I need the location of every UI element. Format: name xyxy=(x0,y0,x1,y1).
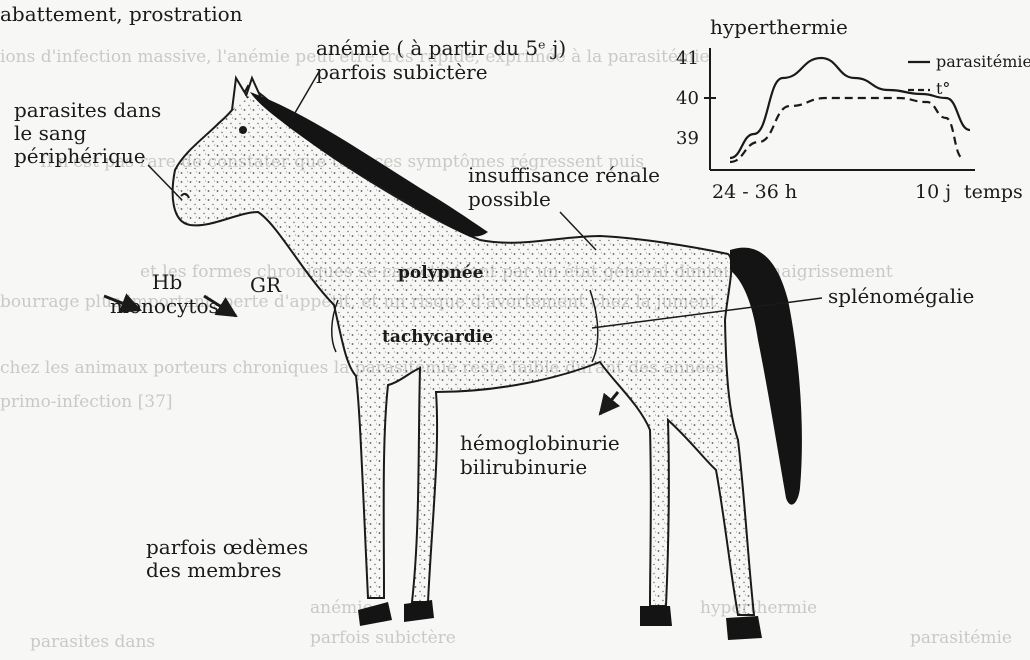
pointer-splenomegalie xyxy=(592,298,822,328)
label-oedemes-membres: des membres xyxy=(146,559,282,582)
label-polypnee: polypnée xyxy=(398,262,483,285)
pointer-insuffisance xyxy=(560,212,596,250)
label-tachycardie: tachycardie xyxy=(382,326,493,349)
label-insuffisance-possible: possible xyxy=(468,188,551,211)
label-parasites: parasites dans xyxy=(14,99,161,122)
label-parasites-sang: le sang xyxy=(14,122,86,145)
label-hb: Hb xyxy=(152,271,182,294)
label-insuffisance-renale: insuffisance rénale xyxy=(468,164,660,187)
label-oedemes: parfois œdèmes xyxy=(146,536,308,559)
label-splenomegalie: splénomégalie xyxy=(828,285,974,308)
label-parasites-peripherique: périphérique xyxy=(14,145,146,168)
arrow-hemoglobinurie xyxy=(600,392,618,414)
label-abattement: abattement, prostration xyxy=(0,3,243,26)
label-hemoglobinurie: hémoglobinurie xyxy=(460,432,620,455)
label-gr: GR xyxy=(250,274,281,297)
label-anemie: anémie ( à partir du 5ᵉ j) xyxy=(316,37,566,60)
label-monocytose: monocytose xyxy=(110,295,231,318)
label-bilirubinurie: bilirubinurie xyxy=(460,456,587,479)
label-subictere: parfois subictère xyxy=(316,61,488,84)
pointer-parasites xyxy=(148,165,182,200)
